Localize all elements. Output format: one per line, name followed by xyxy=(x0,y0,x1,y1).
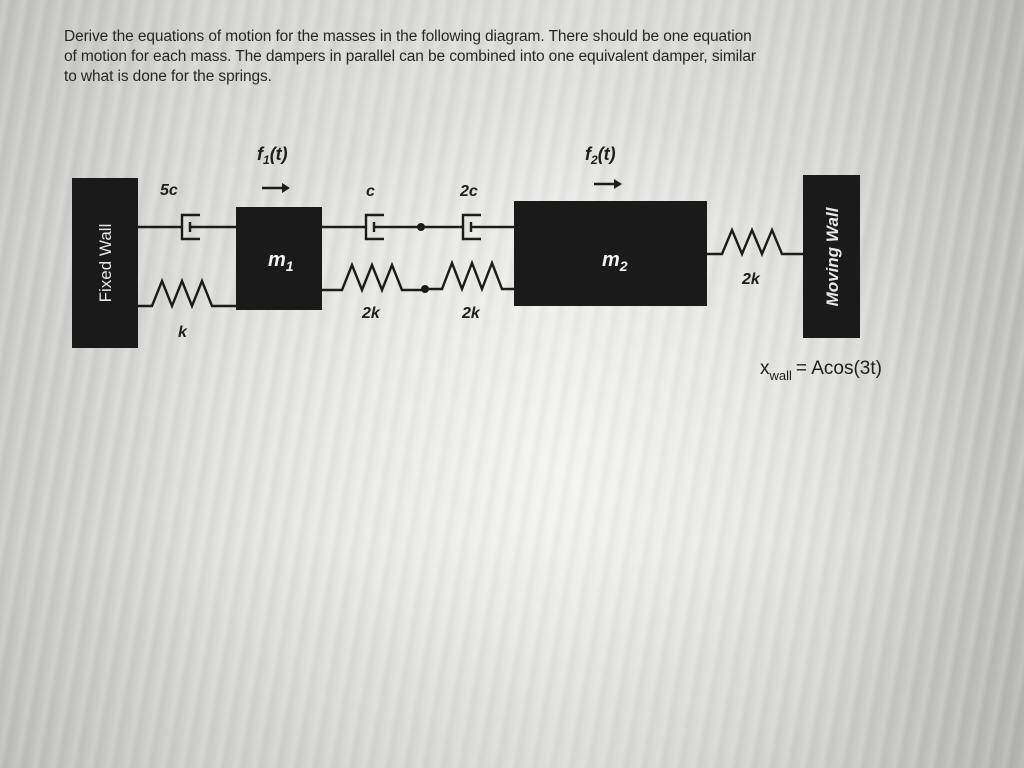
damper-2c: 2c xyxy=(421,183,514,241)
moving-wall-label: Moving Wall xyxy=(823,206,842,306)
force-f1-label: f1(t) xyxy=(257,144,288,167)
spring-k-label: k xyxy=(178,324,188,341)
problem-line-2: of motion for each mass. The dampers in … xyxy=(64,48,756,65)
problem-line-3: to what is done for the springs. xyxy=(64,68,272,85)
problem-statement: Derive the equations of motion for the m… xyxy=(64,27,924,87)
mass-2: m2 xyxy=(514,201,707,306)
spring-2k-left: 2k xyxy=(322,261,425,322)
mass-1-label: m1 xyxy=(268,249,294,274)
spring-2k-middle-label: 2k xyxy=(461,305,481,322)
force-f2-label: f2(t) xyxy=(585,144,616,167)
spring-2k-left-label: 2k xyxy=(361,305,381,322)
fixed-wall-label: Fixed Wall xyxy=(96,224,115,303)
damper-c: c xyxy=(322,183,421,241)
right-arrow-icon xyxy=(594,179,622,189)
damper-5c-label: 5c xyxy=(160,182,178,199)
moving-wall: Moving Wall xyxy=(803,175,860,338)
mass-2-block xyxy=(514,201,707,306)
damper-2c-label: 2c xyxy=(459,183,478,200)
spring-2k-middle: 2k xyxy=(425,259,514,322)
spring-2k-right-label: 2k xyxy=(741,271,761,288)
spring-2k-right: 2k xyxy=(707,226,803,288)
force-f2: f2(t) xyxy=(585,144,622,189)
mass-1: m1 xyxy=(236,207,322,310)
moving-wall-block xyxy=(803,175,860,338)
force-f1: f1(t) xyxy=(257,144,290,193)
spring-k: k xyxy=(138,277,236,341)
mass-2-label: m2 xyxy=(602,249,628,274)
damper-5c: 5c xyxy=(138,182,236,241)
wall-motion-equation: xwall= Acos(3t) xyxy=(760,358,882,383)
fixed-wall-block xyxy=(72,178,138,348)
mass-1-block xyxy=(236,207,322,310)
damper-c-label: c xyxy=(366,183,375,200)
problem-line-1: Derive the equations of motion for the m… xyxy=(64,28,752,45)
right-arrow-icon xyxy=(262,183,290,193)
fixed-wall: Fixed Wall xyxy=(72,178,138,348)
